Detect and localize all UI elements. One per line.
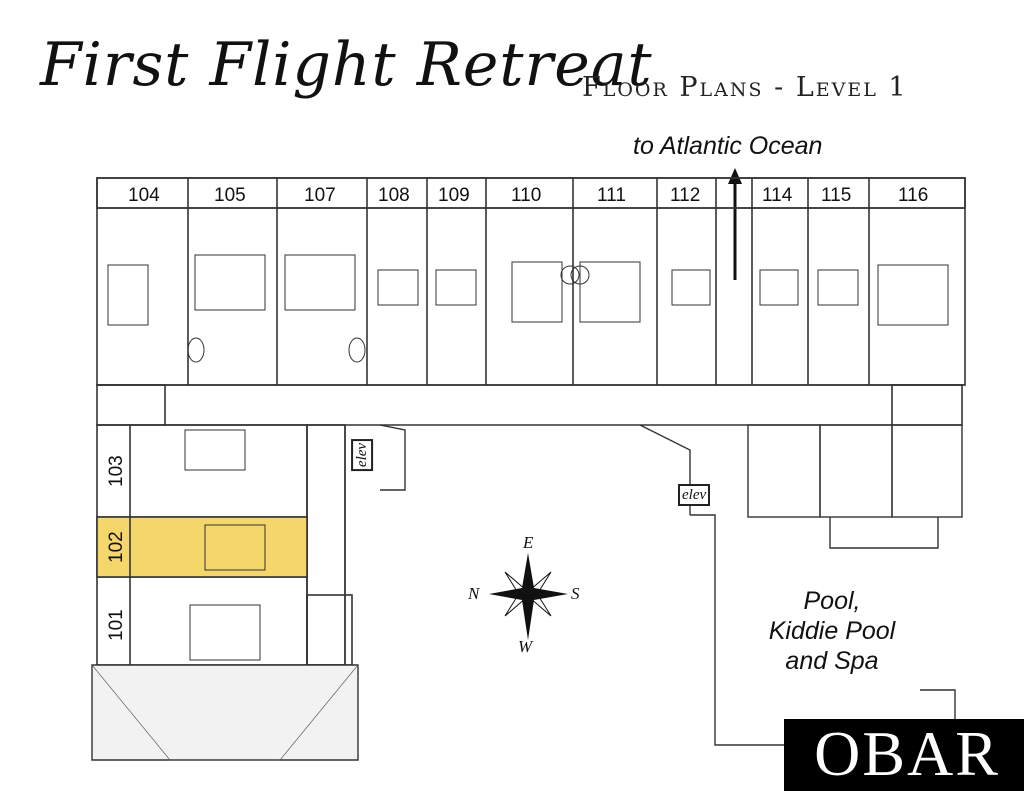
- page-subtitle: Floor Plans - Level 1: [582, 72, 908, 103]
- unit-label: 115: [821, 185, 851, 206]
- compass-rose-icon: [489, 553, 568, 640]
- corridor: [96, 384, 965, 426]
- unit-label: 107: [304, 185, 336, 206]
- unit-label: 116: [898, 185, 928, 206]
- unit-label: 102: [106, 531, 127, 563]
- pool-label-line: Kiddie Pool: [768, 617, 896, 645]
- pool-area: [344, 424, 963, 746]
- compass-north-label: N: [468, 584, 480, 603]
- unit-label: 112: [670, 185, 700, 206]
- arrow-up-icon: [728, 168, 742, 280]
- unit-label: 108: [378, 185, 410, 206]
- left-unit-labels: 103 102 101: [106, 455, 127, 641]
- pool-label: Pool, Kiddie Pool and Spa: [742, 586, 922, 676]
- unit-label: 101: [106, 609, 127, 641]
- unit-label: 114: [762, 185, 793, 206]
- unit-label: 109: [438, 185, 470, 206]
- unit-label: 103: [106, 455, 127, 487]
- pool-label-line: Pool,: [803, 587, 861, 615]
- unit-label: 105: [214, 185, 246, 206]
- ocean-direction-label: to Atlantic Ocean: [633, 132, 823, 160]
- compass-south-label: S: [571, 584, 580, 603]
- unit-label: 104: [128, 185, 160, 206]
- roof-area: [91, 664, 359, 761]
- top-wing: [96, 177, 966, 386]
- obar-logo: OBAR: [814, 718, 1000, 789]
- top-unit-labels: 104 105 107 108 109 110 111 112 114 115 …: [128, 185, 928, 206]
- pool-label-line: and Spa: [785, 647, 879, 675]
- unit-label: 111: [597, 185, 626, 206]
- unit-label: 110: [511, 185, 541, 206]
- compass-east-label: E: [523, 533, 534, 552]
- elevator-label: elev: [678, 484, 711, 506]
- elevator-label: elev: [351, 438, 374, 472]
- highlighted-unit-102: [96, 516, 308, 578]
- compass-west-label: W: [518, 637, 533, 656]
- logo-background: [784, 719, 1024, 791]
- page-title: First Flight Retreat: [40, 30, 653, 100]
